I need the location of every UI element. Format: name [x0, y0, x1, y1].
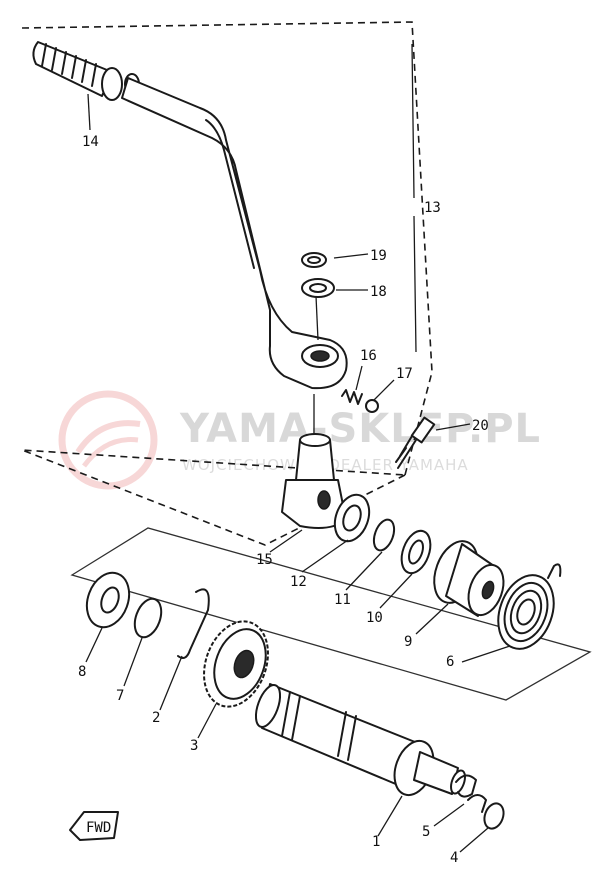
part-13-kick-lever	[121, 77, 348, 390]
fwd-label: FWD	[86, 820, 111, 836]
label-1: 1	[372, 834, 380, 850]
part-5-clips	[455, 774, 487, 813]
part-3-kick-gear	[203, 620, 269, 708]
part-6-torsion-spring	[497, 563, 562, 650]
label-20: 20	[472, 418, 489, 434]
label-13: 13	[424, 200, 441, 216]
watermark-brand: YAMA-SKLEP.PL	[179, 406, 541, 452]
part-15-boss	[281, 394, 347, 529]
label-15: 15	[256, 552, 273, 568]
part-18-washer	[301, 278, 335, 298]
part-8-washer	[85, 571, 131, 629]
label-12: 12	[290, 574, 307, 590]
label-4: 4	[450, 850, 458, 866]
part-7-circlip	[133, 597, 163, 639]
axis-line-lever	[315, 295, 319, 341]
part-16-spring	[341, 389, 363, 405]
label-18: 18	[370, 284, 387, 300]
part-14-grip	[32, 41, 140, 101]
part-2-clip	[177, 588, 210, 659]
part-4-circlip	[483, 802, 505, 830]
label-5: 5	[422, 824, 430, 840]
part-11-circlip	[372, 518, 396, 552]
part-9-spring-cover	[433, 540, 505, 617]
part-12-oil-seal	[333, 493, 371, 543]
label-16: 16	[360, 348, 377, 364]
part-1-kick-shaft	[254, 683, 466, 797]
label-14: 14	[82, 134, 99, 150]
label-11: 11	[334, 592, 351, 608]
label-8: 8	[78, 664, 86, 680]
shaft-assembly-plane	[70, 527, 592, 701]
label-2: 2	[152, 710, 160, 726]
label-7: 7	[116, 688, 124, 704]
label-9: 9	[404, 634, 412, 650]
watermark-logo	[58, 390, 158, 490]
label-6: 6	[446, 654, 454, 670]
part-10-washer	[400, 529, 432, 575]
label-3: 3	[190, 738, 198, 754]
leader-lines	[85, 43, 511, 853]
label-19: 19	[370, 248, 387, 264]
fwd-arrow-icon	[69, 811, 119, 841]
label-17: 17	[396, 366, 413, 382]
label-10: 10	[366, 610, 383, 626]
part-labels: 14 13 19 18 16 17 20 15 12 11 10 9 6 8 7…	[78, 134, 489, 866]
part-20-bolt	[395, 416, 436, 469]
part-17-ball	[365, 399, 379, 413]
part-19-circlip	[301, 252, 327, 268]
